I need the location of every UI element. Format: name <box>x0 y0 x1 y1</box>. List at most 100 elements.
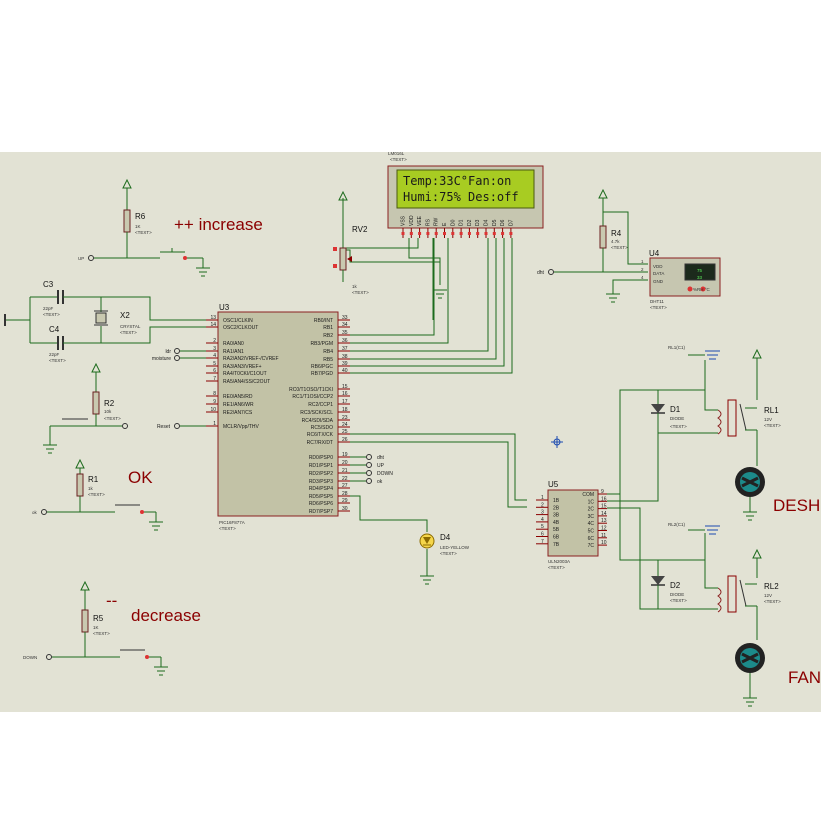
relay-2-circuit: RL2(C1) D2 DIODE <TEXT> RL2 12V <TEXT> <box>607 494 781 707</box>
u5-right-pin-num: 10 <box>601 540 607 546</box>
u3-right-pin-name: RD4/PSP4 <box>309 486 333 492</box>
annotation-decrease: decrease <box>131 606 201 625</box>
u3-right-pin-name: RC6/TX/CK <box>307 432 334 438</box>
net-ldr: ldr <box>165 349 171 355</box>
rl1-ref: RL1 <box>764 406 779 415</box>
u3-right-pin-num: 19 <box>342 452 348 458</box>
r6-label: UP <box>78 256 84 261</box>
lcd-pin-marker <box>501 232 505 235</box>
r5-text: <TEXT> <box>93 631 110 636</box>
d4-part: LED-YELLOW <box>440 545 470 550</box>
rv2-value: 1k <box>352 284 358 289</box>
r1-text: <TEXT> <box>88 492 105 497</box>
u5-right-pin-name: 2C <box>588 507 595 513</box>
c3-ref: C3 <box>43 280 54 289</box>
led-d4: D4 LED-YELLOW <TEXT> <box>350 495 470 585</box>
lcd-screen <box>396 169 535 209</box>
lcd-pin-marker <box>484 232 488 235</box>
u3-left-pin-num: 14 <box>210 322 216 328</box>
lcd-pin-marker <box>467 232 471 235</box>
r1-label: ok <box>32 510 38 515</box>
u3-right-pin-num: 15 <box>342 384 348 390</box>
r4-ref: R4 <box>611 229 622 238</box>
rl1-text: <TEXT> <box>764 423 781 428</box>
u3-right-pin-num: 20 <box>342 460 348 466</box>
r6-value: 1K <box>135 224 141 229</box>
u4-text: <TEXT> <box>650 305 667 310</box>
c3-value: 22pF <box>43 306 54 311</box>
u3-left-pin-num: 13 <box>210 315 216 321</box>
lcd-pin-marker <box>409 232 413 235</box>
u3-right-pin-name: RB2 <box>323 333 333 339</box>
u3-right-pin-num: 36 <box>342 338 348 344</box>
u3-right-pin-num: 39 <box>342 361 348 367</box>
u3-right-pin-name: RB1 <box>323 325 333 331</box>
d2-ref: D2 <box>670 581 681 590</box>
rv2-ref: RV2 <box>352 225 368 234</box>
lcd-pin-label: D2 <box>467 219 473 226</box>
u5-left-pin-name: 7B <box>553 542 560 548</box>
u3-left-pin-num: 10 <box>210 407 216 413</box>
lcd-pin-label: D1 <box>459 219 465 226</box>
u3-left-pin-num: 3 <box>213 346 216 352</box>
u3-right-pin-num: 16 <box>342 391 348 397</box>
u3-right-pin-name: RC3/SCK/SCL <box>300 410 333 416</box>
r1-value: 1k <box>88 486 94 491</box>
pic-uln-wires <box>350 433 527 508</box>
u3-right-pin-name: RB3/PGM <box>310 341 333 347</box>
lcd-pin-marker <box>509 232 513 235</box>
r1-ref: R1 <box>88 475 99 484</box>
d4-text: <TEXT> <box>440 551 457 556</box>
u5-part: ULN2003A <box>548 559 570 564</box>
lcd-pin-label: D4 <box>484 219 490 226</box>
down-button-circuit: R5 1K <TEXT> DOWN <box>23 580 168 676</box>
u3-right-pin-name: RC4/SDI/SDA <box>302 418 334 424</box>
u3-right-pin-num: 18 <box>342 407 348 413</box>
c3-text: <TEXT> <box>43 312 60 317</box>
net-dht: dht <box>377 455 385 461</box>
u5-right-pin-name: 7C <box>588 543 595 549</box>
d2-text: <TEXT> <box>670 598 687 603</box>
u3-right-pin-name: RD5/PSP5 <box>309 494 333 500</box>
net-up: UP <box>377 463 385 469</box>
u5-right-pin-name: 5C <box>588 529 595 535</box>
u3-left-pin-name: RA1/AN1 <box>223 349 244 355</box>
lcd-wires <box>340 238 513 374</box>
u5-left-pin-name: 4B <box>553 520 560 526</box>
lcd-line-2: Humi:75% Des:off <box>403 190 519 204</box>
lcd-display: LM016L <TEXT> Temp:33C°Fan:on Humi:75% D… <box>387 151 544 238</box>
r6-text: <TEXT> <box>135 230 152 235</box>
r2-value: 10k <box>104 409 112 414</box>
u3-left-pin-name: OSC2/CLKOUT <box>223 325 258 331</box>
lcd-pin-label: VSS <box>401 215 407 226</box>
lcd-pin-label: D5 <box>492 219 498 226</box>
u3-right-pin-name: RD2/PSP2 <box>309 471 333 477</box>
u4-pin1: VDD <box>653 264 663 269</box>
annotation-deshu: DESHU <box>773 496 821 515</box>
dht11-readout-1: 75 <box>697 268 703 273</box>
annotation-increase: ++ increase <box>174 215 263 234</box>
u3-right-pin-name: RB6/PGC <box>311 364 333 370</box>
d1-ref: D1 <box>670 405 681 414</box>
u3-right-pin-name: RC0/T1OSO/T1CKI <box>289 387 333 393</box>
r4-value: 4.7k <box>611 239 620 244</box>
lcd-pin-marker <box>418 232 422 235</box>
d1-text: <TEXT> <box>670 424 687 429</box>
rl1-coil-label: RL1(C1) <box>668 345 686 350</box>
u3-left-pin-name: RE2/AN7/CS <box>223 410 253 416</box>
u3-left-pin-name: RA0/AN0 <box>223 341 244 347</box>
u3-right-pin-num: 40 <box>342 368 348 374</box>
d2-part: DIODE <box>670 592 684 597</box>
u5-text: <TEXT> <box>548 565 565 570</box>
u4-part: DHT11 <box>650 299 664 304</box>
u5-left-pin-num: 2 <box>541 502 544 508</box>
lcd-pin-label: VEE <box>417 215 423 226</box>
u3-right-pin-name: RD6/PSP6 <box>309 501 333 507</box>
u3-left-pin-name: OSC1/CLKIN <box>223 318 253 324</box>
r5-ref: R5 <box>93 614 104 623</box>
dht11-readout-2: 33 <box>697 275 703 280</box>
u4-pin2-num: 2 <box>641 267 644 272</box>
